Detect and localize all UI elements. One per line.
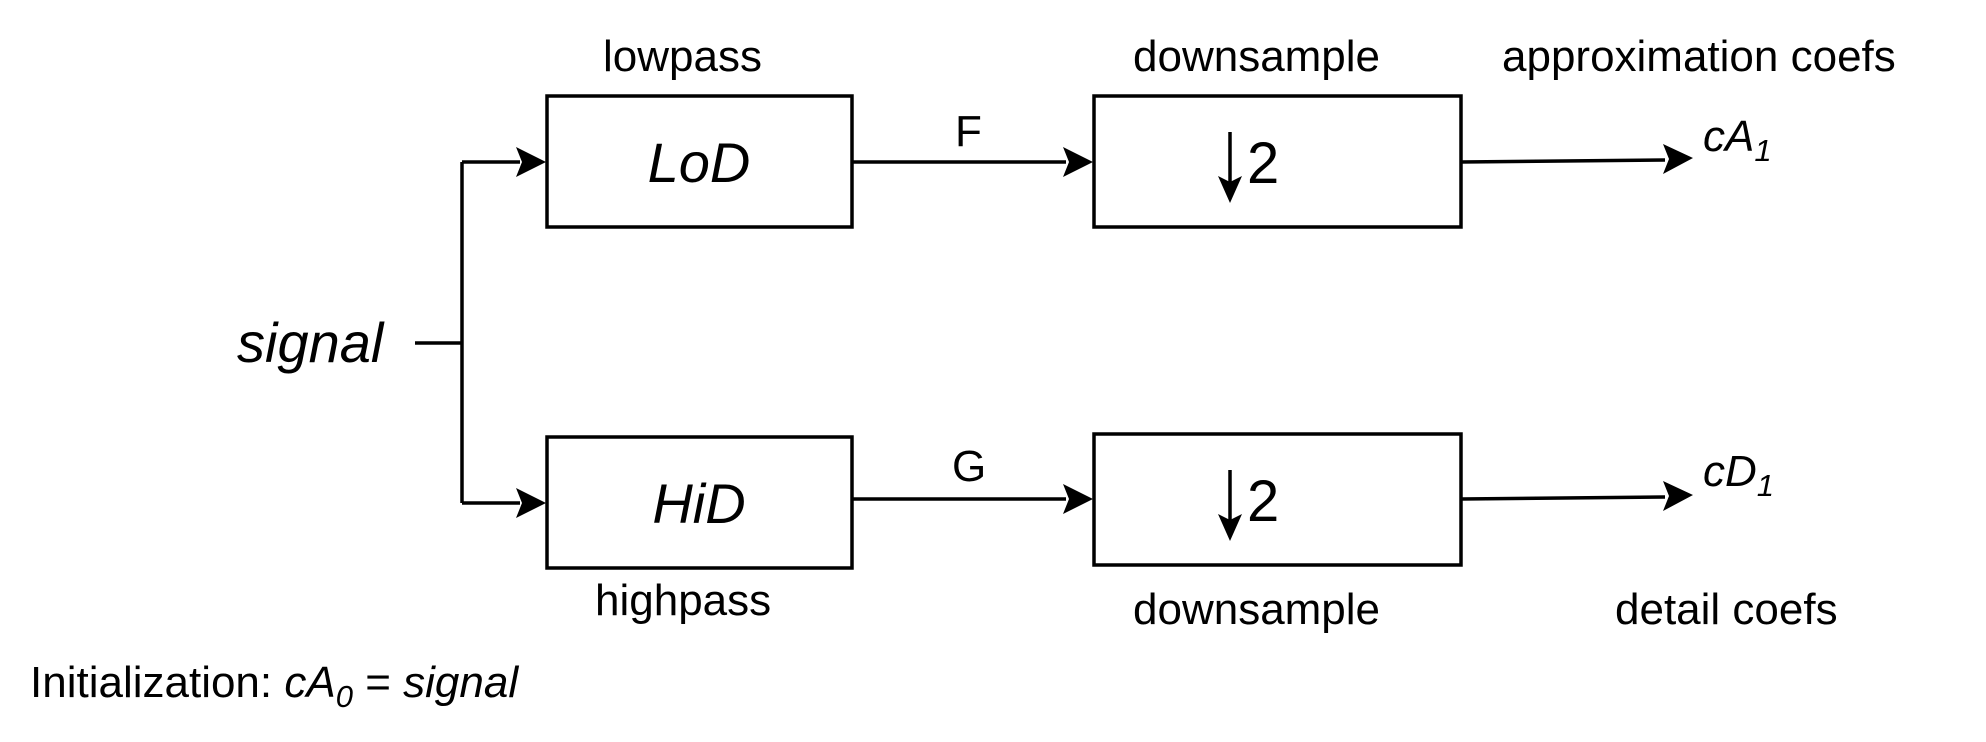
arrow-to-ca1-head [1663,144,1693,174]
cd1-var: cD [1703,447,1757,496]
lod-filter-box [545,94,854,229]
hid-filter-box [545,435,854,570]
arrow-to-ca1 [1460,158,1666,164]
downsample-caption-bottom: downsample [1133,585,1380,634]
init-equals: = [353,658,403,707]
f-edge-label: F [955,107,982,156]
highpass-caption: highpass [595,576,771,625]
down-arrow-icon-head [1218,514,1242,541]
downsample-box-bottom [1092,432,1463,567]
arrow-lod-to-downsample-head [1063,147,1093,177]
lod-filter-label: LoD [648,131,751,194]
detail-coefs-caption: detail coefs [1615,585,1838,634]
signal-label: signal [237,311,385,374]
arrow-to-cd1 [1460,495,1666,501]
hid-filter-label: HiD [652,472,745,535]
arrow-to-hid-head [516,488,546,518]
lowpass-caption: lowpass [603,32,762,81]
init-var: cA [284,658,335,707]
ca1-output-label: cA1 [1703,112,1772,168]
ca1-var: cA [1703,112,1754,161]
init-sub: 0 [336,679,353,714]
down-arrow-icon-head [1218,176,1242,203]
cd1-output-label: cD1 [1703,447,1774,503]
initialization-note: Initialization: cA0 = signal [30,658,519,714]
downsample-caption-top: downsample [1133,32,1380,81]
arrow-hid-to-downsample-head [1063,484,1093,514]
init-value: signal [403,658,519,707]
ca1-sub: 1 [1754,133,1771,168]
arrow-to-cd1-head [1663,481,1693,511]
downsample-factor-bottom: 2 [1247,469,1279,534]
g-edge-label: G [952,442,986,491]
approximation-coefs-caption: approximation coefs [1502,32,1896,81]
init-prefix: Initialization: [30,658,284,707]
downsample-factor-top: 2 [1247,131,1279,196]
cd1-sub: 1 [1757,468,1774,503]
arrow-to-lod-head [516,147,546,177]
